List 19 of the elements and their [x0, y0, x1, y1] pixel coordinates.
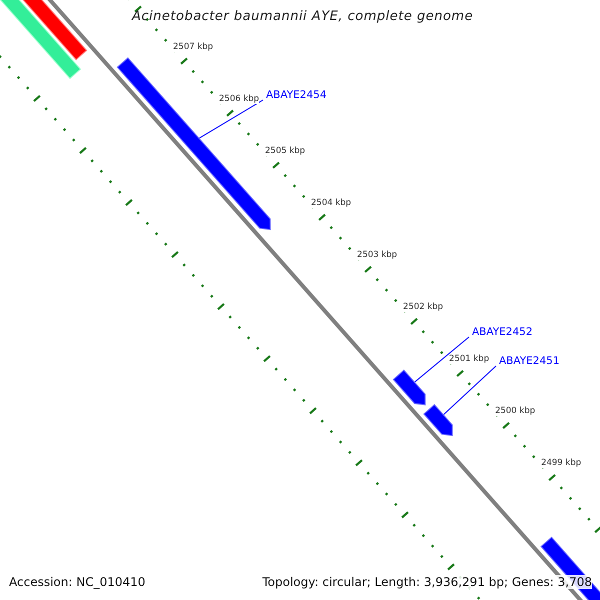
gene-label: ABAYE2452: [472, 326, 533, 338]
leader-line: [198, 100, 264, 139]
scale-label: 2499 kbp: [541, 458, 582, 468]
accession-text: Accession: NC_010410: [9, 575, 146, 589]
map-title: Acinetobacter baumannii AYE, complete genome: [132, 9, 474, 24]
scale-label: 2500 kbp: [495, 406, 536, 416]
leader-line: [414, 336, 470, 382]
leader-line: [443, 366, 496, 415]
genome-info-text: Topology: circular; Length: 3,936,291 bp; Genes: 3,708: [262, 575, 592, 589]
gene-arrow: [392, 370, 426, 406]
scale-label: 2506 kbp: [219, 94, 260, 104]
scale-label: 2503 kbp: [357, 250, 398, 260]
scale-label: 2504 kbp: [311, 198, 352, 208]
scale-label: 2505 kbp: [265, 146, 306, 156]
gene-label: ABAYE2451: [499, 355, 560, 367]
scale-label: 2502 kbp: [403, 302, 444, 312]
gene-arrow: [423, 404, 453, 436]
scale-label: 2501 kbp: [449, 354, 490, 364]
gene-label: ABAYE2454: [266, 89, 327, 101]
